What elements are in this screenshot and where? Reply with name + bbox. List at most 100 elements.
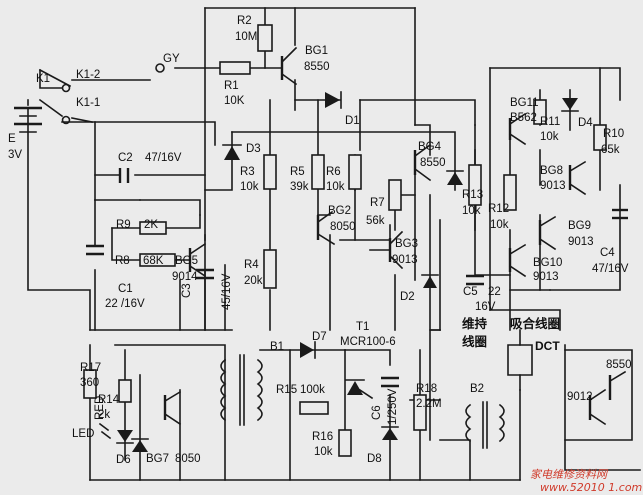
label-hold-coil-line-1: 维持 <box>462 316 488 331</box>
label-bg1-type: 8550 <box>304 61 330 73</box>
resistor-r11 <box>533 99 547 125</box>
label-r16-value: 10k <box>314 446 333 458</box>
led-red <box>98 422 134 444</box>
label-r15: R15 <box>276 384 297 396</box>
label-e-value: 3V <box>8 149 22 161</box>
label-bg9-type: 9013 <box>568 236 594 248</box>
label-red: RED <box>94 396 106 420</box>
label-bg11: BG11 <box>510 97 539 109</box>
transistor-bg4 <box>413 143 432 182</box>
diode-d3 <box>222 144 242 160</box>
label-transistor-9012: 9012 <box>567 391 593 403</box>
diode-d5 <box>446 170 464 185</box>
label-r10: R10 <box>603 128 624 140</box>
label-r1-value: 10K <box>224 95 245 107</box>
label-c1-value: 22 /16V <box>105 298 145 310</box>
label-r1: R1 <box>224 80 239 92</box>
label-bg10-type: 9013 <box>533 271 559 283</box>
label-r5: R5 <box>290 166 305 178</box>
label-bg5-type: 9014 <box>172 271 198 283</box>
labels: R2 10M BG1 8550 GY R1 10K K1 K1-2 K1-1 E… <box>8 15 632 466</box>
label-bg8-type: 9013 <box>540 180 566 192</box>
transistor-bg1 <box>280 46 298 86</box>
label-c3-value: 45/16V <box>221 273 233 310</box>
label-r10-value: 65k <box>601 144 620 156</box>
label-bg4: BG4 <box>418 141 442 153</box>
transistor-bg2 <box>316 210 336 246</box>
label-r3: R3 <box>240 166 255 178</box>
battery-e <box>14 106 42 133</box>
resistor-r2 <box>257 24 273 52</box>
label-r2: R2 <box>237 15 252 27</box>
label-bg2: BG2 <box>328 205 351 217</box>
label-r9-value: 2K <box>144 219 158 231</box>
label-c4: C4 <box>600 247 615 259</box>
label-pull-in-coil: 吸合线圈 <box>510 316 560 331</box>
label-b2: B2 <box>470 383 484 395</box>
label-bg2-type: 8050 <box>330 221 356 233</box>
label-c5-value-2: 16V <box>475 301 496 313</box>
label-r13-value: 10k <box>462 205 481 217</box>
label-r8: R8 <box>115 255 130 267</box>
label-hold-coil-line-2: 线圈 <box>462 334 487 349</box>
label-r18-value: 2.2M <box>416 398 442 410</box>
label-r4-value: 20k <box>244 275 263 287</box>
transistor-bg9 <box>538 215 557 251</box>
diode-d7 <box>300 341 316 359</box>
label-d7: D7 <box>312 331 327 343</box>
capacitor-c5 <box>466 274 484 286</box>
label-k1-2: K1-2 <box>76 69 100 81</box>
resistor-r15 <box>299 401 329 415</box>
label-r12: R12 <box>488 203 509 215</box>
watermark-url: www.52010 1.com <box>540 481 642 494</box>
resistor-r8 <box>139 253 176 267</box>
label-k1: K1 <box>36 73 50 85</box>
transformer-b2 <box>465 401 505 449</box>
label-c2: C2 <box>118 152 133 164</box>
transistor-bg11 <box>508 112 527 146</box>
diode-d4 <box>561 98 579 112</box>
resistor-r10 <box>593 124 607 151</box>
diode-d8 <box>381 426 399 440</box>
label-r16: R16 <box>312 431 333 443</box>
label-d8: D8 <box>367 453 382 465</box>
label-bg9: BG9 <box>568 220 591 232</box>
label-c2-value: 47/16V <box>145 152 182 164</box>
transistor-bg10 <box>508 243 527 278</box>
watermark-title: 家电维修资料网 <box>530 468 609 481</box>
label-gy: GY <box>163 53 180 65</box>
diode-d6 <box>131 438 149 452</box>
label-r7: R7 <box>370 197 385 209</box>
gy-terminal <box>155 63 165 73</box>
label-c6-value: 1/250V <box>387 388 399 425</box>
label-r13: R13 <box>462 189 483 201</box>
capacitor-c3 <box>196 268 214 280</box>
label-t1-type: MCR100-6 <box>340 336 396 348</box>
label-c3: C3 <box>181 283 193 298</box>
transistor-bg3 <box>388 230 404 270</box>
switch-k1 <box>38 68 72 125</box>
label-r9: R9 <box>116 219 131 231</box>
label-r12-value: 10k <box>490 219 509 231</box>
resistor-r14 <box>118 379 132 403</box>
diode-d1 <box>325 91 342 109</box>
label-c4-value: 47/16V <box>592 263 629 275</box>
capacitor-c4 <box>612 208 628 220</box>
label-d6: D6 <box>116 454 131 466</box>
label-c5-value-1: 22 <box>488 286 501 298</box>
label-transistor-8550: 8550 <box>606 359 632 371</box>
label-r5-value: 39k <box>290 181 309 193</box>
label-c6: C6 <box>371 405 383 420</box>
label-d1: D1 <box>345 115 360 127</box>
label-bg3-type: 9013 <box>392 254 418 266</box>
label-d3: D3 <box>246 143 261 155</box>
transistor-bg8 <box>568 160 587 196</box>
label-r7-value: 56k <box>366 215 385 227</box>
resistor-r7 <box>388 179 402 211</box>
label-bg11-type: B562 <box>510 112 537 124</box>
label-d2: D2 <box>400 291 415 303</box>
label-led: LED <box>72 428 94 440</box>
label-t1: T1 <box>356 321 369 333</box>
label-r18: R18 <box>416 383 437 395</box>
resistor-r1 <box>219 61 251 75</box>
